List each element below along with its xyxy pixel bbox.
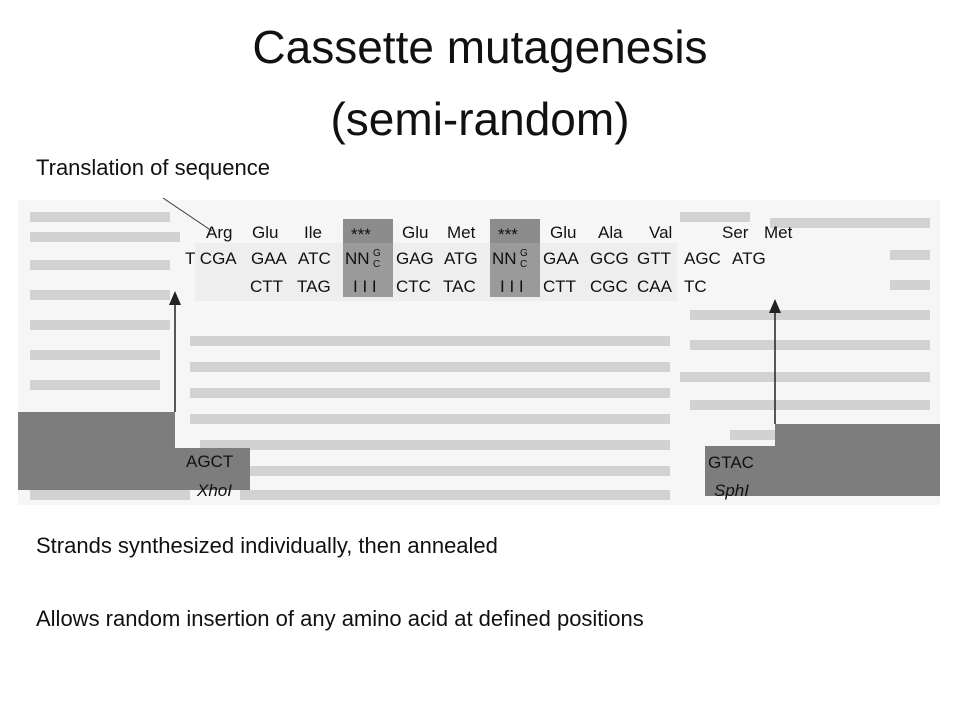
note-strands-synthesized: Strands synthesized individually, then a… bbox=[36, 533, 498, 558]
bottom-codon: CTT bbox=[543, 277, 576, 296]
aa-label: Met bbox=[447, 223, 476, 242]
aa-label: Val bbox=[649, 223, 672, 242]
random-box-1b bbox=[343, 243, 393, 297]
top-codon: T CGA bbox=[185, 249, 237, 268]
note-random-insertion: Allows random insertion of any amino aci… bbox=[36, 606, 644, 631]
xhoi-vector: AGCT XhoI bbox=[18, 291, 250, 500]
bottom-codon: TC bbox=[684, 277, 707, 296]
aa-label: Ser bbox=[722, 223, 749, 242]
xhoi-enzyme-label: XhoI bbox=[196, 481, 232, 500]
sphi-vector: GTAC SphI bbox=[705, 299, 940, 500]
aa-label: Glu bbox=[402, 223, 428, 242]
aa-label: Glu bbox=[550, 223, 576, 242]
aa-label: Glu bbox=[252, 223, 278, 242]
wobble-base-top: G bbox=[373, 248, 381, 259]
slide-title-line-2: (semi-random) bbox=[330, 93, 630, 145]
callout-pointer-line bbox=[162, 197, 213, 232]
sphi-overhang: GTAC bbox=[708, 453, 754, 472]
bottom-codon: TAG bbox=[297, 277, 331, 296]
wobble-base-bottom: C bbox=[373, 259, 380, 270]
bottom-strand-row: CTT TAG I I I CTC TAC I I I CTT CGC CAA … bbox=[250, 277, 707, 296]
bottom-codon: CGC bbox=[590, 277, 628, 296]
top-codon: ATC bbox=[298, 249, 331, 268]
sphi-arrow-head bbox=[769, 299, 781, 313]
top-codon: NN bbox=[345, 249, 370, 268]
top-codon: GCG bbox=[590, 249, 629, 268]
xhoi-overhang: AGCT bbox=[186, 452, 233, 471]
aa-label: Arg bbox=[206, 223, 232, 242]
bottom-codon: CAA bbox=[637, 277, 673, 296]
top-strand-row: T CGA GAA ATC NN G C GAG ATG NN G C GAA … bbox=[185, 248, 766, 270]
top-codon: ATG bbox=[444, 249, 478, 268]
top-codon: GTT bbox=[637, 249, 671, 268]
aa-label: *** bbox=[351, 225, 371, 244]
bottom-codon: I I I bbox=[353, 277, 377, 296]
top-codon: ATG bbox=[732, 249, 766, 268]
xhoi-arrow-head bbox=[169, 291, 181, 305]
amino-acid-row: Arg Glu Ile *** Glu Met *** Glu Ala Val … bbox=[206, 223, 793, 244]
top-codon: NN bbox=[492, 249, 517, 268]
top-codon: GAA bbox=[251, 249, 288, 268]
callout-label: Translation of sequence bbox=[36, 155, 270, 180]
bottom-codon: I I I bbox=[500, 277, 524, 296]
wobble-base-top: G bbox=[520, 248, 528, 259]
top-codon: GAA bbox=[543, 249, 580, 268]
aa-label: Ile bbox=[304, 223, 322, 242]
random-box-2b bbox=[490, 243, 540, 297]
sphi-vector-block bbox=[705, 424, 940, 496]
sphi-enzyme-label: SphI bbox=[714, 481, 749, 500]
xhoi-vector-block bbox=[18, 412, 250, 490]
aa-label: Ala bbox=[598, 223, 623, 242]
top-codon: GAG bbox=[396, 249, 434, 268]
aa-label: Met bbox=[764, 223, 793, 242]
wobble-base-bottom: C bbox=[520, 259, 527, 270]
top-codon: AGC bbox=[684, 249, 721, 268]
bottom-codon: CTC bbox=[396, 277, 431, 296]
bottom-codon: CTT bbox=[250, 277, 283, 296]
bottom-codon: TAC bbox=[443, 277, 476, 296]
aa-label: *** bbox=[498, 225, 518, 244]
cassette-band bbox=[195, 243, 677, 301]
slide-title-line-1: Cassette mutagenesis bbox=[252, 21, 708, 73]
